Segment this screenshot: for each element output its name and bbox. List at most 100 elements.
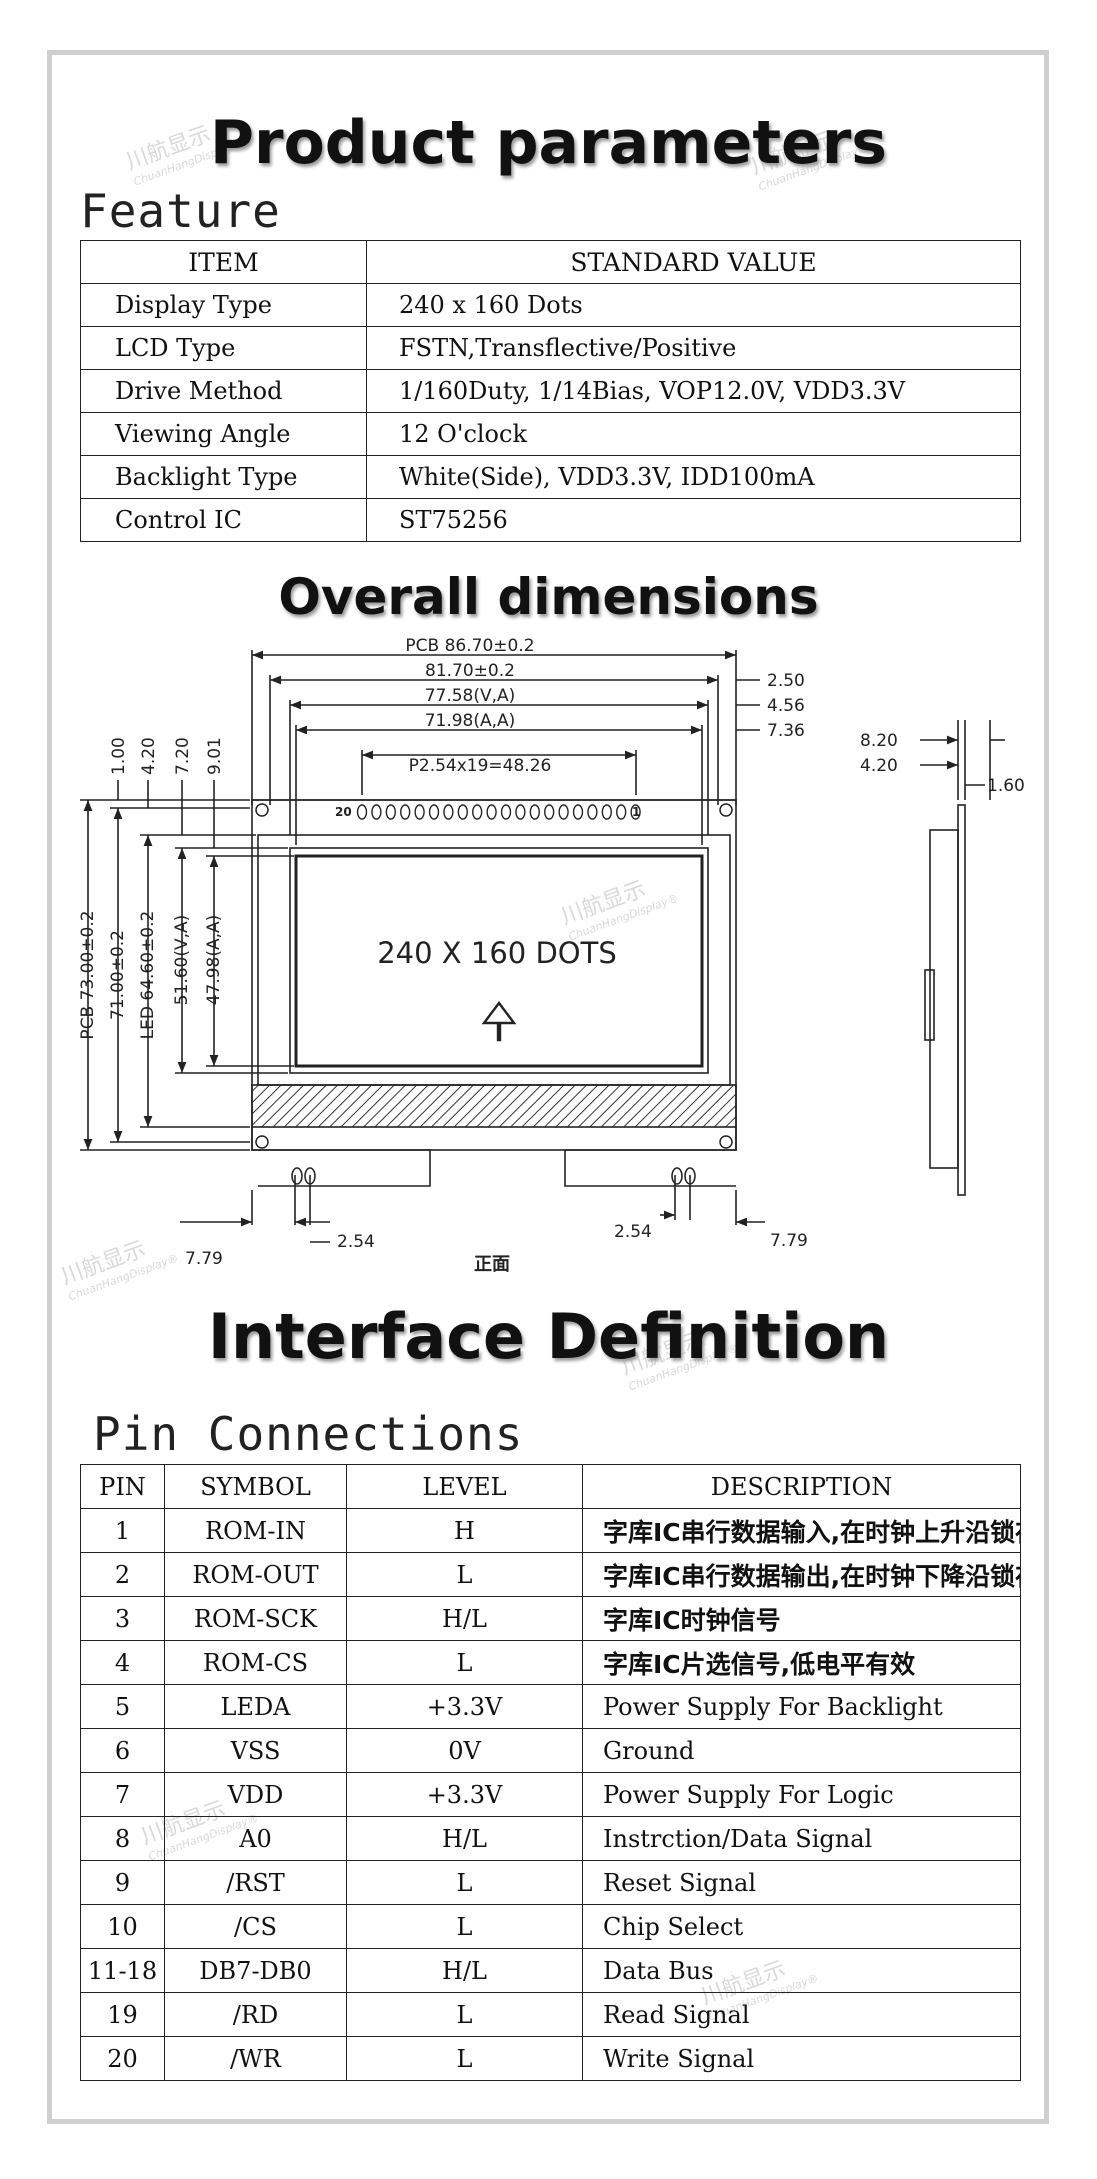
header-pin-hole (457, 804, 468, 820)
active-area (294, 854, 704, 1068)
header-pin-hole (371, 804, 382, 820)
pin-symbol: DB7-DB0 (164, 1948, 347, 1993)
header-description: DESCRIPTION (582, 1464, 1021, 1509)
header-pin-hole (572, 804, 584, 820)
pin-symbol: ROM-CS (164, 1640, 347, 1685)
pin-number: 3 (80, 1596, 165, 1641)
dim-pitch: P2.54x19=48.26 (409, 756, 552, 776)
feature-value: 240 x 160 Dots (366, 283, 1021, 327)
feature-item: Control IC (80, 498, 367, 542)
dim-bottom-right-pitch: 2.54 (614, 1222, 652, 1242)
pin-description: Power Supply For Backlight (582, 1684, 1021, 1729)
pin-number: 4 (80, 1640, 165, 1685)
pin-20-label: 20 (335, 805, 352, 819)
title-product-parameters: Product parameters (210, 108, 887, 178)
pin-description: Write Signal (582, 2036, 1021, 2081)
dim-aa-width: 71.98(A,A) (425, 711, 516, 731)
header-pin-hole (616, 804, 627, 820)
page-frame (47, 50, 1049, 2124)
pin-description: Read Signal (582, 1992, 1021, 2037)
pin-level: 0V (346, 1728, 583, 1773)
feature-item: Viewing Angle (80, 412, 367, 456)
header-pins (356, 804, 641, 820)
header-pin-hole (500, 804, 512, 820)
dim-r3: 7.36 (767, 721, 805, 741)
pin-description: Data Bus (582, 1948, 1021, 1993)
pin-level: L (346, 1860, 583, 1905)
pin-description: 字库IC串行数据输出,在时钟下降沿锁存 (582, 1552, 1021, 1597)
dim-bottom-left-offset: 7.79 (185, 1249, 223, 1269)
feature-value: 1/160Duty, 1/14Bias, VOP12.0V, VDD3.3V (366, 369, 1021, 413)
header-level: LEVEL (346, 1464, 583, 1509)
feature-value: White(Side), VDD3.3V, IDD100mA (366, 455, 1021, 499)
dim-left-tick-1: 1.00 (109, 737, 129, 775)
header-pin-hole (356, 804, 368, 820)
pin-symbol: A0 (164, 1816, 347, 1861)
dim-height-2: 71.00±0.2 (108, 930, 128, 1020)
feature-value: ST75256 (366, 498, 1021, 542)
side-view-pcb (957, 804, 966, 1196)
pin-description: Power Supply For Logic (582, 1772, 1021, 1817)
dim-pcb-height: PCB 73.00±0.2 (78, 910, 98, 1039)
header-pin-hole (472, 804, 483, 820)
header-standard-value: STANDARD VALUE (366, 240, 1021, 284)
pin-number: 7 (80, 1772, 165, 1817)
header-pin-hole (544, 804, 555, 820)
header-pin-hole (630, 804, 641, 820)
dim-bottom-right-offset: 7.79 (770, 1231, 808, 1251)
bottom-tab-left (251, 1127, 431, 1187)
pin-symbol: /RD (164, 1992, 347, 2037)
pin-description: Reset Signal (582, 1860, 1021, 1905)
pin-level: L (346, 1552, 583, 1597)
header-pin-hole (486, 804, 497, 820)
dim-bottom-left-pitch: 2.54 (337, 1232, 375, 1252)
pin-symbol: VDD (164, 1772, 347, 1817)
bottom-tab-right (564, 1127, 737, 1187)
dim-led-height: LED 64.60±0.2 (138, 911, 158, 1040)
title-overall-dimensions: Overall dimensions (278, 568, 819, 626)
pin-description: 字库IC片选信号,低电平有效 (582, 1640, 1021, 1685)
pin-number: 5 (80, 1684, 165, 1729)
dim-r1: 2.50 (767, 671, 805, 691)
pin-symbol: /RST (164, 1860, 347, 1905)
dim-pcb-width: PCB 86.70±0.2 (405, 636, 534, 656)
header-pin-hole (385, 804, 396, 820)
header-pin-hole (428, 804, 440, 820)
pin-description: Instrction/Data Signal (582, 1816, 1021, 1861)
heading-feature: Feature (80, 184, 281, 238)
feature-item: Backlight Type (80, 455, 367, 499)
pin-symbol: LEDA (164, 1684, 347, 1729)
pin-level: H/L (346, 1596, 583, 1641)
pin-number: 9 (80, 1860, 165, 1905)
pin-1-label: 1 (632, 805, 640, 819)
dim-left-tick-4: 9.01 (205, 737, 225, 775)
header-pin-hole (587, 804, 598, 820)
hatched-strip (251, 1084, 737, 1128)
dim-side-b: 4.20 (860, 756, 898, 776)
dim-r2: 4.56 (767, 696, 805, 716)
dim-left-tick-2: 4.20 (139, 737, 159, 775)
heading-pin-connections: Pin Connections (93, 1407, 524, 1461)
pin-number: 10 (80, 1904, 165, 1949)
feature-item: Drive Method (80, 369, 367, 413)
pin-description: 字库IC时钟信号 (582, 1596, 1021, 1641)
pin-number: 20 (80, 2036, 165, 2081)
pin-level: L (346, 1904, 583, 1949)
header-pin-hole (601, 804, 612, 820)
front-view-label: 正面 (474, 1254, 510, 1275)
pin-level: +3.3V (346, 1772, 583, 1817)
header-pin-hole (414, 804, 425, 820)
dim-va-height: 51.60(V,A) (172, 915, 192, 1006)
pin-number: 1 (80, 1508, 165, 1553)
